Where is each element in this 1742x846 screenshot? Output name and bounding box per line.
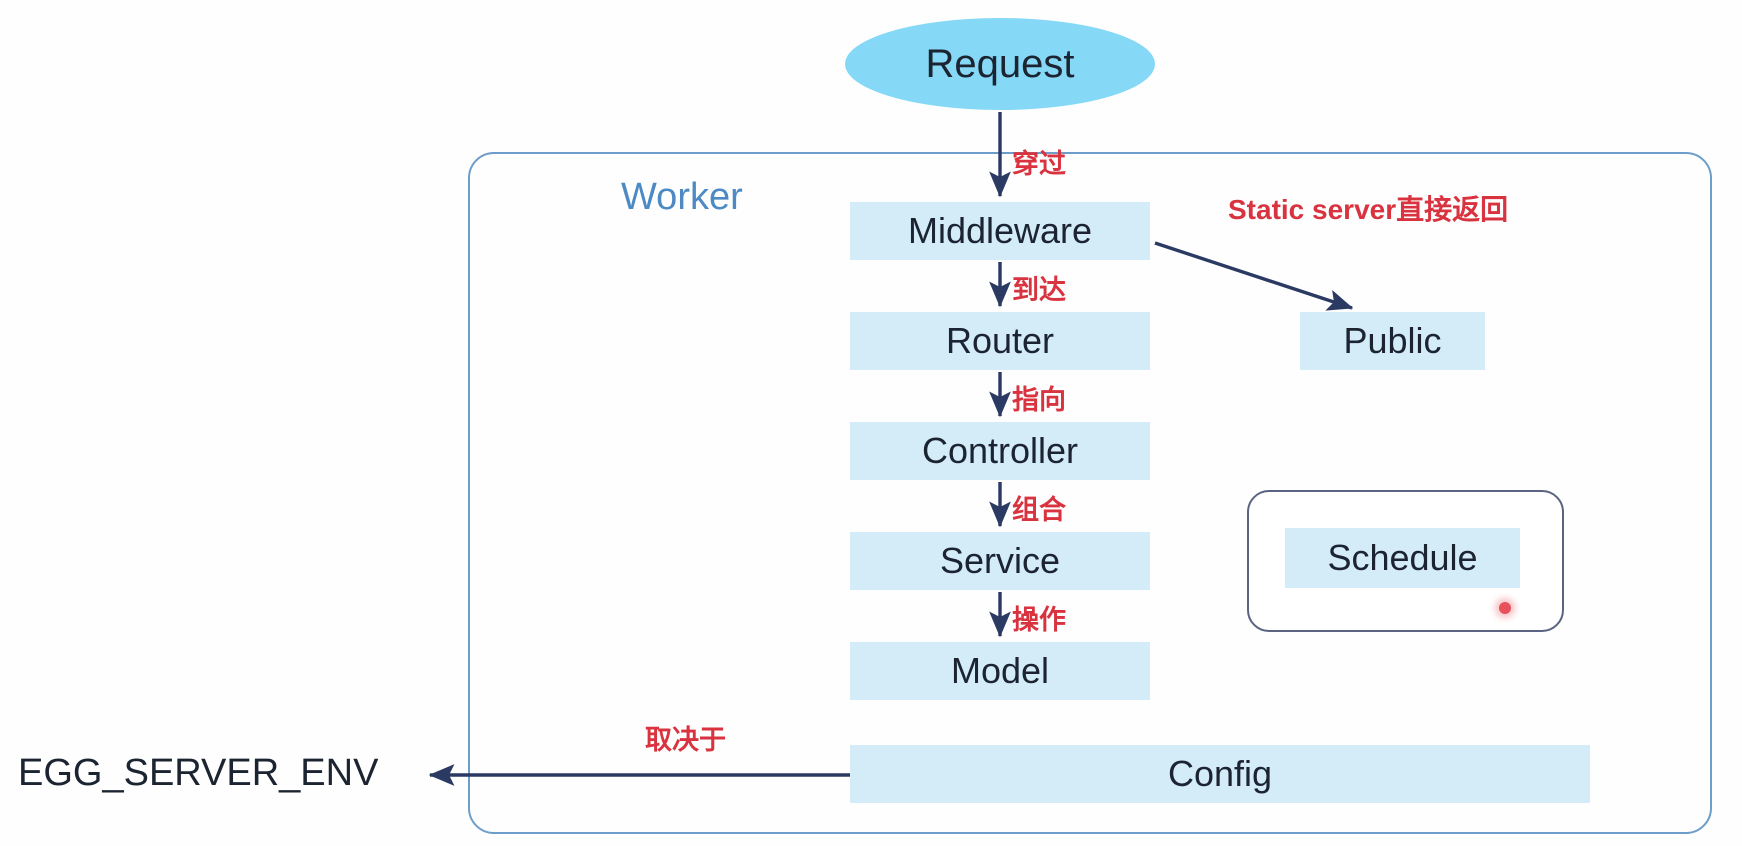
node-config[interactable]: Config xyxy=(850,745,1590,803)
worker-group-container xyxy=(468,152,1712,834)
node-config-label: Config xyxy=(1167,753,1273,794)
node-router-label: Router xyxy=(945,320,1055,361)
edge-label-config-to-env: 取决于 xyxy=(645,725,726,755)
edge-label-router-to-controller: 指向 xyxy=(1012,385,1066,415)
node-model[interactable]: Model xyxy=(850,642,1150,700)
node-router[interactable]: Router xyxy=(850,312,1150,370)
node-middleware[interactable]: Middleware xyxy=(850,202,1150,260)
node-public[interactable]: Public xyxy=(1300,312,1485,370)
node-model-label: Model xyxy=(950,650,1050,691)
node-service[interactable]: Service xyxy=(850,532,1150,590)
node-request-label: Request xyxy=(925,41,1075,86)
node-request[interactable]: Request xyxy=(845,18,1155,110)
node-schedule[interactable]: Schedule xyxy=(1285,528,1520,588)
edge-label-middleware-to-public: Static server直接返回 xyxy=(1228,194,1509,225)
edge-label-service-to-model: 操作 xyxy=(1012,605,1066,635)
edge-label-controller-to-service: 组合 xyxy=(1012,495,1066,525)
edge-label-middleware-to-router: 到达 xyxy=(1012,275,1066,305)
node-service-label: Service xyxy=(939,540,1061,581)
label-egg-server-env: EGG_SERVER_ENV xyxy=(18,752,379,794)
node-public-label: Public xyxy=(1343,320,1442,361)
worker-group-label: Worker xyxy=(621,176,743,218)
node-schedule-label: Schedule xyxy=(1327,537,1478,578)
edge-label-request-to-middleware: 穿过 xyxy=(1012,149,1066,179)
node-middleware-label: Middleware xyxy=(907,210,1093,251)
node-controller-label: Controller xyxy=(921,430,1079,471)
cursor-dot-icon xyxy=(1499,602,1511,614)
node-controller[interactable]: Controller xyxy=(850,422,1150,480)
